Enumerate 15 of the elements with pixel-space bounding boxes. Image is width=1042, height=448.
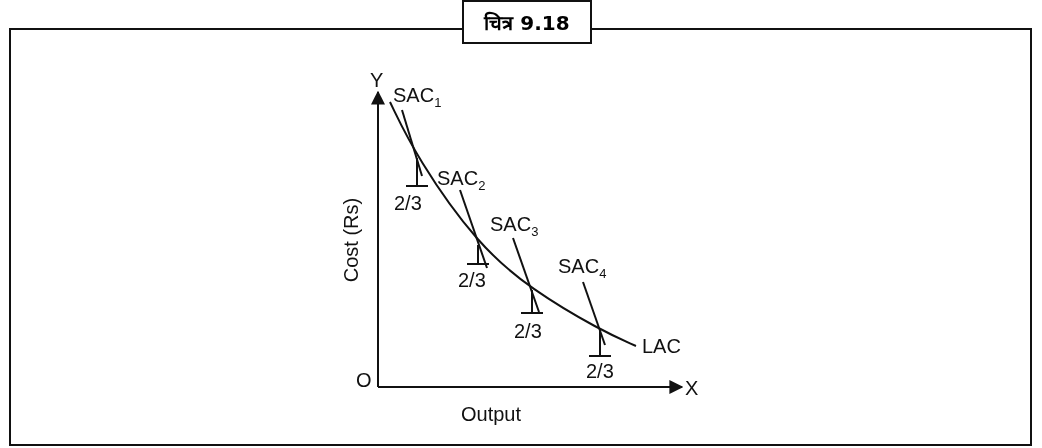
axis-label: X [685,378,699,398]
axis-label: Y [370,70,384,90]
curve-label: SAC$_{2}$ [437,168,486,192]
axis-title: Cost (Rs) [341,197,362,283]
ratio-label: 2/3 [458,270,486,290]
origin-label: O [356,370,372,390]
curve-label: SAC$_{1}$ [393,85,442,109]
ratio-label: 2/3 [514,321,542,341]
axis-title: Output [461,404,522,424]
curve-label: SAC$_{3}$ [490,214,539,238]
curve-label: LAC [642,336,681,356]
ratio-label: 2/3 [586,361,614,381]
figure-title: चित्र 9.18 [462,0,592,44]
curve-label: SAC$_{4}$ [558,256,607,280]
ratio-label: 2/3 [394,193,422,213]
